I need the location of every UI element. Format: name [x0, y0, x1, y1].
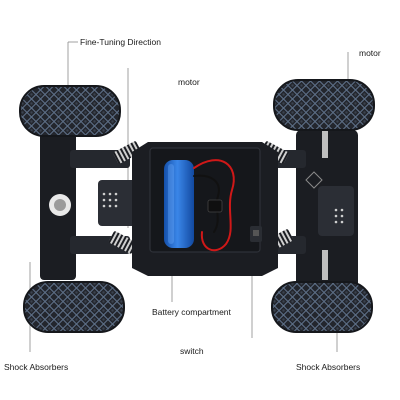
battery-pack: [164, 160, 194, 248]
label-motor-middle: motor: [178, 77, 200, 87]
label-fine-tuning-direction: Fine-Tuning Direction: [80, 37, 161, 47]
wires: [193, 159, 235, 252]
front-left-tire: [19, 85, 121, 137]
label-shock-absorbers-right: Shock Absorbers: [296, 362, 361, 372]
label-shock-absorbers-left: Shock Absorbers: [4, 362, 69, 372]
label-battery-compartment: Battery compartment: [152, 307, 231, 317]
front-right-tire: [23, 281, 125, 333]
label-motor-right: motor: [359, 48, 381, 58]
rear-right-tire: [271, 281, 373, 333]
front-axle: [40, 130, 138, 280]
switch-component: [250, 226, 262, 242]
label-switch: switch: [180, 346, 204, 356]
rear-left-tire: [273, 79, 375, 131]
